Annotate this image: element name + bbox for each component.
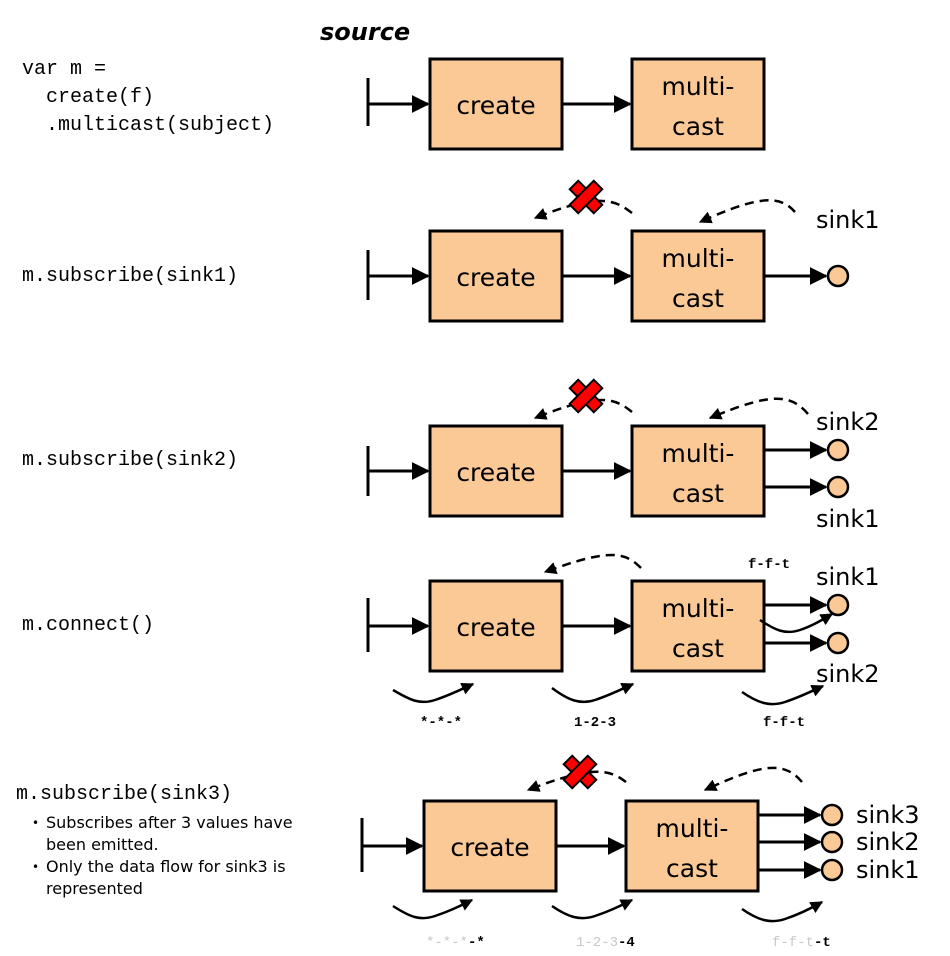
- step5-code: m.subscribe(sink3): [16, 783, 233, 806]
- sink1-node: [826, 264, 850, 288]
- cross-icon: [568, 378, 604, 414]
- blocked-subscribe-dashed-arrow: [526, 770, 627, 792]
- sink1-label: sink1: [816, 563, 880, 591]
- source-title: source: [320, 18, 411, 46]
- sink1-flow-values: f-f-t: [748, 557, 790, 573]
- sink2-label: sink2: [856, 828, 920, 856]
- multicast-label-1: multi-: [662, 244, 735, 273]
- sink3-label: sink3: [856, 801, 920, 829]
- multicast-box: [630, 579, 766, 673]
- new-values: -*: [468, 935, 485, 951]
- row-3: create multi- cast sink2 sink1: [366, 378, 880, 533]
- step5-notes: Subscribes after 3 values have been emit…: [30, 812, 330, 900]
- source-flow-arrow: [392, 898, 474, 920]
- multicast-box: [630, 57, 766, 151]
- sink1-node: [820, 858, 844, 882]
- sink1-label: sink1: [816, 206, 880, 234]
- code-line: .multicast(subject): [22, 114, 275, 137]
- connect-dashed-arrow: [543, 553, 642, 574]
- multicast-label-1: multi-: [662, 72, 735, 101]
- cross-icon: [568, 179, 604, 215]
- note-item: Only the data flow for sink3 is represen…: [32, 856, 330, 900]
- subscribe-dashed-arrow: [703, 766, 803, 792]
- multicast-label-1: multi-: [662, 439, 735, 468]
- step1-code: var m = create(f) .multicast(subject): [22, 56, 274, 140]
- step4-code: m.connect(): [22, 614, 155, 637]
- row-4: create multi- cast sink1 sink2 f-f-t *-*…: [366, 553, 880, 731]
- multicast-box: [624, 799, 760, 893]
- source-flow-values: *-*-*: [420, 715, 462, 731]
- note-item: Subscribes after 3 values have been emit…: [32, 812, 330, 856]
- create-box: [428, 229, 564, 323]
- new-values: -4: [618, 935, 635, 951]
- create-label: create: [450, 833, 529, 862]
- row-5: create multi- cast sink3 sink2 sink1 *-*…: [360, 754, 920, 951]
- sink1-label: sink1: [856, 856, 920, 884]
- code-line: var m =: [22, 58, 107, 81]
- row-2: create multi- cast sink1: [366, 179, 880, 323]
- multicast-label-2: cast: [672, 112, 724, 141]
- multicast-label-1: multi-: [656, 814, 729, 843]
- faded-values: *-*-*: [426, 935, 468, 951]
- create-label: create: [456, 263, 535, 292]
- row-1: create multi- cast: [366, 57, 766, 151]
- create-flow-arrow: [551, 898, 634, 920]
- multicast-label-2: cast: [666, 854, 718, 883]
- multicast-flow-arrow: [741, 684, 825, 706]
- new-values: -t: [814, 935, 831, 951]
- create-flow-arrow: [551, 682, 635, 704]
- faded-values: 1-2-3: [576, 935, 618, 951]
- sink2-node: [820, 830, 844, 854]
- create-flow-values: 1-2-3-4: [576, 935, 635, 951]
- sink2-label: sink2: [816, 660, 880, 688]
- create-label: create: [456, 613, 535, 642]
- multicast-label-1: multi-: [662, 594, 735, 623]
- step2-code: m.subscribe(sink1): [22, 265, 239, 288]
- subscribe-dashed-arrow: [708, 397, 809, 420]
- create-box: [428, 57, 564, 151]
- multicast-label-2: cast: [672, 284, 724, 313]
- blocked-subscribe-dashed-arrow: [533, 199, 633, 220]
- sink2-label: sink2: [816, 408, 880, 436]
- multicast-flow-values: f-f-t-t: [772, 935, 831, 951]
- code-line: create(f): [22, 86, 155, 109]
- step3-code: m.subscribe(sink2): [22, 449, 239, 472]
- create-flow-values: 1-2-3: [574, 715, 616, 731]
- sink2-node: [826, 438, 850, 462]
- create-label: create: [456, 458, 535, 487]
- multicast-box: [630, 424, 766, 518]
- sink2-node: [826, 631, 850, 655]
- create-label: create: [456, 91, 535, 120]
- cross-icon: [562, 754, 598, 790]
- multicast-flow-values: f-f-t: [763, 715, 805, 731]
- create-box: [428, 424, 564, 518]
- subscribe-dashed-arrow: [698, 199, 796, 224]
- create-box: [422, 799, 558, 893]
- sink1-node: [826, 475, 850, 499]
- multicast-box: [630, 229, 766, 323]
- multicast-label-2: cast: [672, 634, 724, 663]
- blocked-subscribe-dashed-arrow: [533, 398, 633, 420]
- source-flow-values: *-*-*-*: [426, 935, 485, 951]
- multicast-label-2: cast: [672, 479, 724, 508]
- sink1-node: [826, 593, 850, 617]
- sink1-label: sink1: [816, 505, 880, 533]
- multicast-flow-arrow: [741, 900, 824, 923]
- flow-arrow-to-sink1: [759, 612, 834, 634]
- faded-values: f-f-t: [772, 935, 814, 951]
- source-flow-arrow: [392, 682, 475, 704]
- sink3-node: [820, 803, 844, 827]
